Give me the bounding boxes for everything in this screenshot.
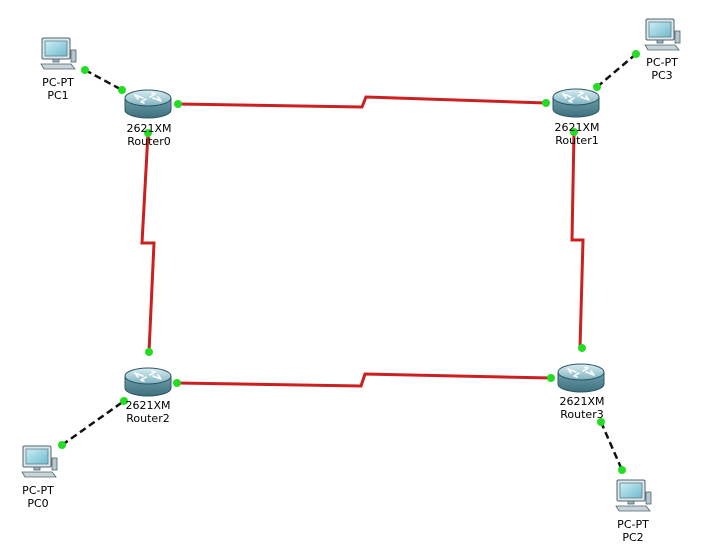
router3-model: 2621XM bbox=[559, 395, 605, 408]
pc2-name: PC2 bbox=[622, 531, 644, 544]
pc0-name: PC0 bbox=[27, 497, 49, 510]
pc3-router1-status-light-2 bbox=[593, 83, 601, 91]
router0-router2-link[interactable] bbox=[140, 132, 156, 353]
pc0-label: PC-PT PC0 bbox=[22, 484, 54, 510]
pc-icon-pc1[interactable] bbox=[40, 37, 77, 70]
router1-router3-status-light-2 bbox=[578, 344, 586, 352]
links-layer bbox=[61, 53, 637, 471]
router2-router3-status-light-1 bbox=[173, 379, 181, 387]
router1-name: Router1 bbox=[555, 134, 599, 147]
router0-name: Router0 bbox=[127, 135, 171, 148]
router2-model: 2621XM bbox=[125, 399, 171, 412]
pc3-model: PC-PT bbox=[646, 56, 678, 69]
router2-router3-status-light-2 bbox=[547, 374, 555, 382]
router3-name: Router3 bbox=[560, 408, 604, 421]
pc-icon-pc3[interactable] bbox=[644, 18, 681, 51]
pc1-name: PC1 bbox=[47, 89, 69, 102]
pc3-name: PC3 bbox=[651, 69, 673, 82]
devices-layer bbox=[21, 18, 681, 512]
router-icon-router3[interactable] bbox=[557, 363, 605, 393]
router0-label: 2621XM Router0 bbox=[126, 122, 171, 148]
router1-router3-link[interactable] bbox=[570, 131, 585, 349]
pc3-router1-status-light-1 bbox=[632, 50, 640, 58]
router0-router1-status-light-2 bbox=[542, 99, 550, 107]
router0-router2-status-light-2 bbox=[145, 348, 153, 356]
pc2-router3-status-light-1 bbox=[597, 418, 605, 426]
router-icon-router0[interactable] bbox=[124, 89, 172, 119]
pc3-router1-link[interactable] bbox=[596, 53, 637, 88]
link-status-layer bbox=[58, 50, 640, 474]
pc1-router0-link[interactable] bbox=[84, 68, 123, 92]
router1-model: 2621XM bbox=[554, 121, 600, 134]
pc1-router0-status-light-1 bbox=[81, 66, 89, 74]
router2-name: Router2 bbox=[126, 412, 170, 425]
pc2-router3-status-light-2 bbox=[618, 466, 626, 474]
pc0-model: PC-PT bbox=[22, 484, 54, 497]
pc2-model: PC-PT bbox=[617, 518, 649, 531]
router1-label: 2621XM Router1 bbox=[554, 121, 599, 147]
pc3-label: PC-PT PC3 bbox=[646, 56, 678, 82]
pc1-model: PC-PT bbox=[42, 76, 74, 89]
pc1-router0-status-light-2 bbox=[118, 86, 126, 94]
pc-icon-pc2[interactable] bbox=[615, 479, 652, 512]
pc0-router2-status-light-1 bbox=[58, 441, 66, 449]
router0-router2-status-light-1 bbox=[144, 129, 152, 137]
router-icon-router2[interactable] bbox=[124, 367, 172, 397]
router0-router1-link[interactable] bbox=[177, 95, 547, 109]
pc-icon-pc0[interactable] bbox=[21, 445, 58, 478]
router-icon-router1[interactable] bbox=[552, 88, 600, 118]
pc0-router2-link[interactable] bbox=[61, 399, 125, 447]
router1-router3-status-light-1 bbox=[570, 128, 578, 136]
pc2-label: PC-PT PC2 bbox=[617, 518, 649, 544]
router0-model: 2621XM bbox=[126, 122, 172, 135]
router2-router3-link[interactable] bbox=[176, 372, 552, 388]
router0-router1-status-light-1 bbox=[174, 100, 182, 108]
pc0-router2-status-light-2 bbox=[120, 397, 128, 405]
pc2-router3-link[interactable] bbox=[599, 421, 624, 471]
router2-label: 2621XM Router2 bbox=[125, 399, 170, 425]
router3-label: 2621XM Router3 bbox=[559, 395, 604, 421]
pc1-label: PC-PT PC1 bbox=[42, 76, 74, 102]
